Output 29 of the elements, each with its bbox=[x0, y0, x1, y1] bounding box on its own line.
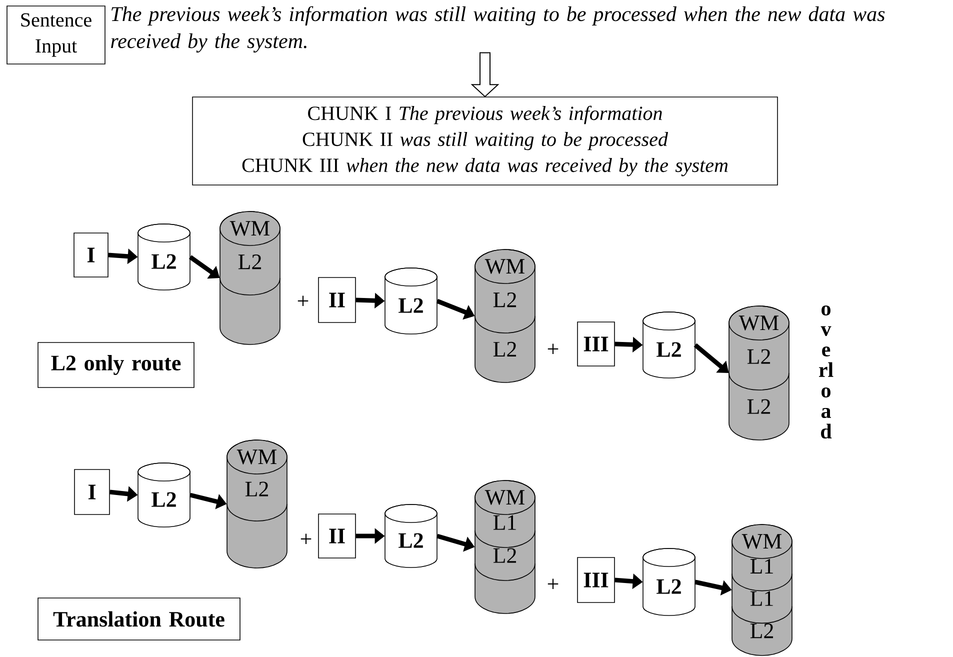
memory-cylinder: WM L2 bbox=[226, 440, 288, 568]
plus-sign: + bbox=[298, 296, 308, 306]
memory-cylinder: WM L1 L2 bbox=[474, 480, 536, 614]
storage-cylinder: L2 bbox=[384, 268, 438, 334]
vertical-label: overload bbox=[819, 305, 834, 439]
chunk-box: III bbox=[577, 322, 615, 366]
plus-sign: + bbox=[548, 578, 558, 590]
plus-sign: + bbox=[548, 344, 558, 354]
memory-cylinder: WM L2 bbox=[220, 211, 280, 345]
chunk-box: III bbox=[577, 557, 615, 603]
route-label-box: Translation Route bbox=[38, 598, 240, 640]
chunk-box: CHUNK I The previous week’s information CHUNK II was still waiting to be processed CHUNK III when the new data was received by the system bbox=[192, 96, 778, 186]
route-label-box: L2 only route bbox=[38, 342, 194, 388]
storage-cylinder: L2 bbox=[642, 312, 696, 378]
chunk-box: I bbox=[74, 232, 108, 278]
chunk-box: I bbox=[74, 469, 110, 515]
storage-cylinder: L2 bbox=[642, 548, 696, 616]
memory-cylinder: WM L2 L2 bbox=[474, 249, 536, 383]
memory-cylinder: WM L1 L1 L2 bbox=[732, 524, 792, 656]
storage-cylinder: L2 bbox=[138, 224, 190, 290]
block-arrow bbox=[470, 52, 500, 98]
storage-cylinder: L2 bbox=[138, 462, 190, 528]
input-label-box: Sentence Input bbox=[6, 6, 106, 64]
storage-cylinder: L2 bbox=[384, 504, 438, 568]
plus-sign: + bbox=[300, 534, 312, 544]
chunk-box: II bbox=[318, 514, 356, 558]
chunk-box: II bbox=[318, 277, 356, 323]
memory-cylinder: WM L2 L2 bbox=[728, 306, 790, 440]
sentence-text: The previous week’s information was still waiting to be processed when the new data was received by the system. bbox=[111, 6, 885, 53]
